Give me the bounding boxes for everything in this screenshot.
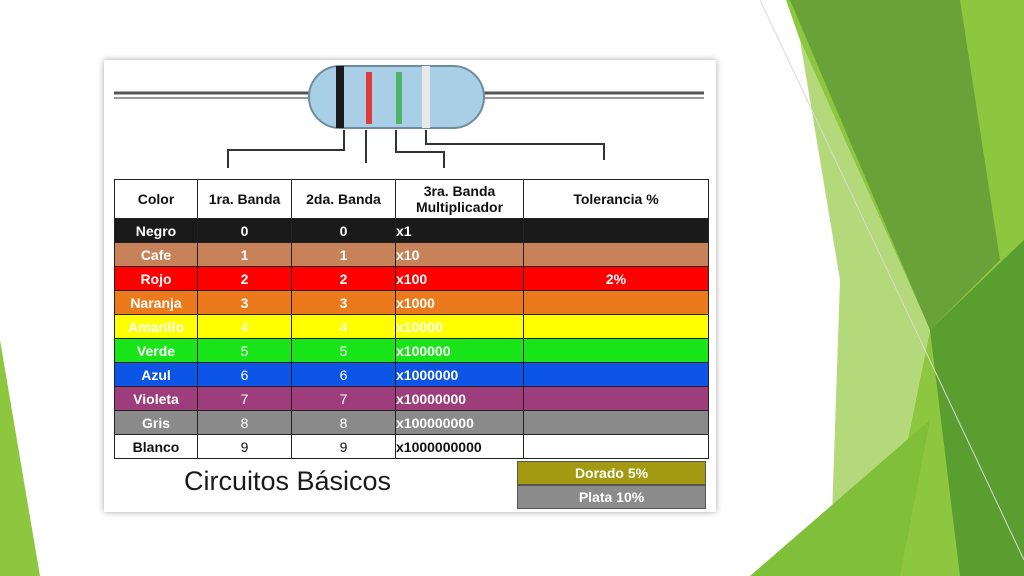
- color-name: Verde: [114, 338, 198, 363]
- right-light-shape: [800, 40, 930, 576]
- tolerance-value: [523, 434, 709, 459]
- decor-line: [759, 0, 1024, 561]
- band1-value: 4: [197, 314, 292, 339]
- color-code-table: Color 1ra. Banda 2da. Banda 3ra. Banda M…: [114, 179, 709, 459]
- band2-value: 5: [291, 338, 396, 363]
- tolerance-value: [523, 410, 709, 435]
- color-name: Blanco: [114, 434, 198, 459]
- band2-value: 3: [291, 290, 396, 315]
- band-red: [366, 72, 372, 124]
- band-green: [396, 72, 402, 124]
- multiplier-value: x1000000000: [395, 434, 524, 459]
- band2-value: 8: [291, 410, 396, 435]
- bottom-green-shape: [750, 420, 930, 576]
- tolerance-value: [523, 386, 709, 411]
- band-silver: [422, 66, 430, 128]
- right-darkest-shape: [930, 240, 1024, 576]
- band1-value: 9: [197, 434, 292, 459]
- multiplier-value: x100000: [395, 338, 524, 363]
- band2-value: 6: [291, 362, 396, 387]
- band2-value: 4: [291, 314, 396, 339]
- color-name: Naranja: [114, 290, 198, 315]
- header-band3: 3ra. Banda Multiplicador: [395, 179, 524, 219]
- multiplier-value: x100: [395, 266, 524, 291]
- color-name: Azul: [114, 362, 198, 387]
- right-dark-shape: [790, 0, 1000, 330]
- multiplier-value: x1000000: [395, 362, 524, 387]
- band2-value: 0: [291, 218, 396, 243]
- color-name: Rojo: [114, 266, 198, 291]
- multiplier-value: x1: [395, 218, 524, 243]
- table-header-row: Color 1ra. Banda 2da. Banda 3ra. Banda M…: [114, 179, 709, 219]
- color-name: Violeta: [114, 386, 198, 411]
- tolerance-value: [523, 314, 709, 339]
- multiplier-value: x100000000: [395, 410, 524, 435]
- band1-value: 5: [197, 338, 292, 363]
- tolerance-value: [523, 290, 709, 315]
- color-name: Cafe: [114, 242, 198, 267]
- band2-value: 9: [291, 434, 396, 459]
- band1-value: 1: [197, 242, 292, 267]
- tolerance-silver: Plata 10%: [517, 485, 706, 509]
- left-green-shape: [0, 340, 40, 576]
- band-black: [336, 66, 344, 128]
- band1-value: 2: [197, 266, 292, 291]
- multiplier-value: x10000: [395, 314, 524, 339]
- tolerance-value: [523, 362, 709, 387]
- header-band1: 1ra. Banda: [197, 179, 292, 219]
- header-band2: 2da. Banda: [291, 179, 396, 219]
- slide-caption: Circuitos Básicos: [184, 466, 392, 496]
- band1-value: 7: [197, 386, 292, 411]
- band1-value: 0: [197, 218, 292, 243]
- tolerance-value: [523, 338, 709, 363]
- multiplier-value: x10000000: [395, 386, 524, 411]
- band1-value: 6: [197, 362, 292, 387]
- band2-value: 1: [291, 242, 396, 267]
- band2-value: 7: [291, 386, 396, 411]
- multiplier-value: x1000: [395, 290, 524, 315]
- band1-value: 3: [197, 290, 292, 315]
- resistor-card: Color 1ra. Banda 2da. Banda 3ra. Banda M…: [104, 60, 716, 512]
- tolerance-value: [523, 242, 709, 267]
- band1-value: 8: [197, 410, 292, 435]
- header-color: Color: [114, 179, 198, 219]
- header-tolerance: Tolerancia %: [523, 179, 709, 219]
- resistor-illustration: [114, 65, 704, 168]
- multiplier-value: x10: [395, 242, 524, 267]
- color-name: Gris: [114, 410, 198, 435]
- band2-value: 2: [291, 266, 396, 291]
- color-name: Amarillo: [114, 314, 198, 339]
- tolerance-value: 2%: [523, 266, 709, 291]
- tolerance-gold: Dorado 5%: [517, 461, 706, 485]
- tolerance-value: [523, 218, 709, 243]
- color-name: Negro: [114, 218, 198, 243]
